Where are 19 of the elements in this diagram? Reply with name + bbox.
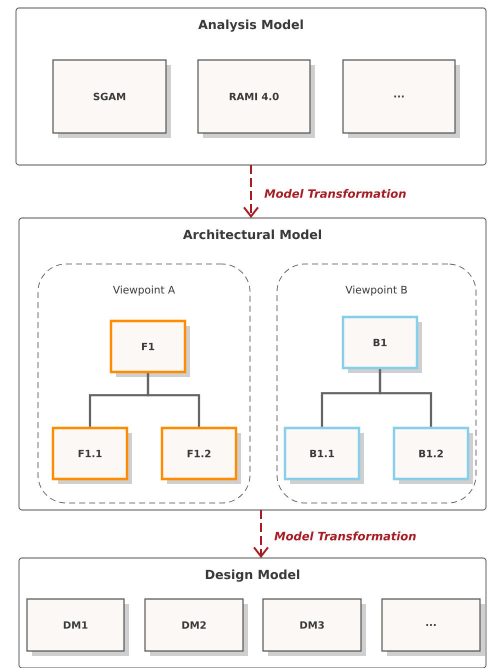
model-box: B1.1 bbox=[284, 426, 364, 484]
model-box: F1 bbox=[110, 320, 190, 377]
edge-label: Model Transformation bbox=[264, 189, 406, 198]
transformation-arrow bbox=[243, 165, 259, 218]
connector-line bbox=[378, 369, 432, 427]
model-box: F1.2 bbox=[160, 426, 241, 484]
model-box: DM1 bbox=[26, 598, 129, 656]
model-box: ... bbox=[342, 59, 460, 138]
model-box: DM3 bbox=[262, 598, 366, 656]
connector-line bbox=[146, 373, 200, 427]
transformation-arrow bbox=[253, 510, 269, 558]
model-box: F1.1 bbox=[52, 426, 132, 484]
model-box: B1 bbox=[342, 316, 422, 373]
model-box: DM2 bbox=[144, 598, 248, 656]
model-box: ... bbox=[381, 598, 485, 656]
edge-label: Model Transformation bbox=[274, 532, 416, 540]
model-box: RAMI 4.0 bbox=[197, 59, 315, 138]
model-box: B1.2 bbox=[392, 426, 473, 484]
model-box: SGAM bbox=[52, 59, 171, 138]
